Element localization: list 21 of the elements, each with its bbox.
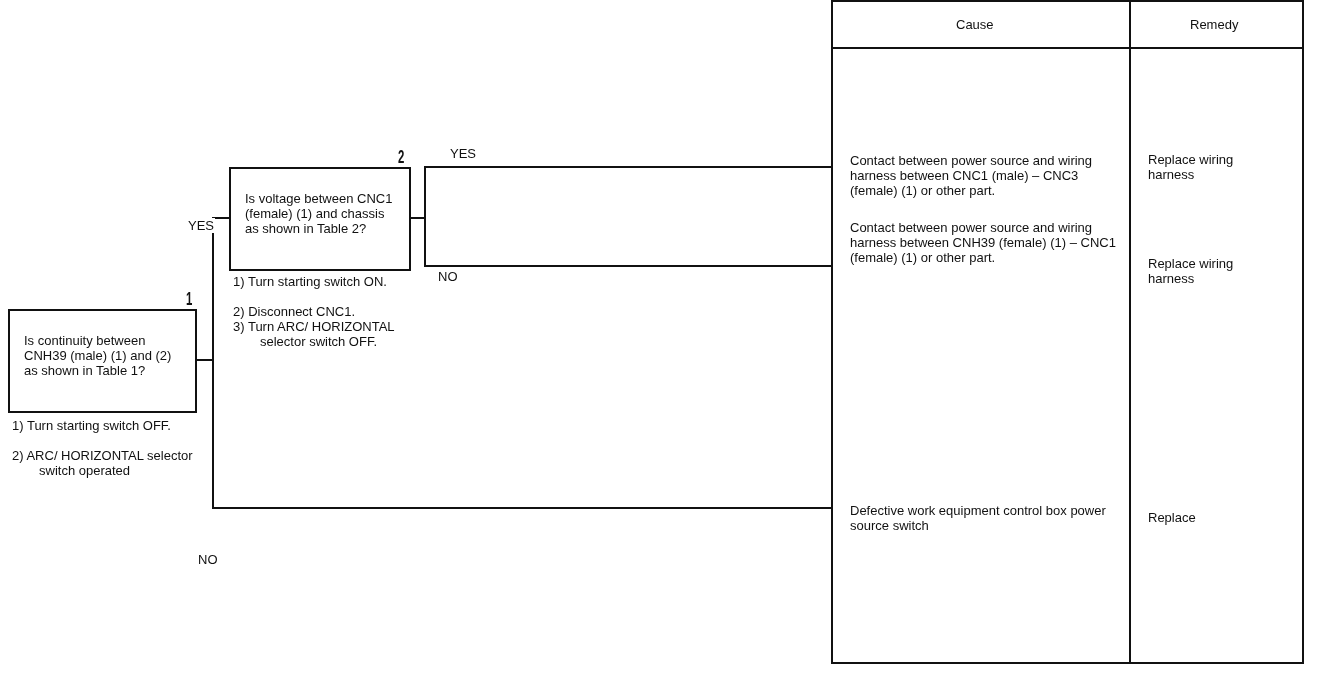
cause-text: Contact between power source and wiring harness between CNC1 (male) – CNC3 (female) (1) or other part. (832, 153, 1122, 213)
instruction-text: 2) ARC/ HORIZONTAL selector switch operated (12, 448, 194, 478)
edge-label: NO (197, 552, 219, 567)
column-header: Remedy (1190, 17, 1239, 32)
instruction-text: 3) Turn ARC/ HORIZONTAL selector switch OFF. (233, 319, 396, 349)
instruction-text: 1) Turn starting switch ON. (233, 274, 388, 289)
step-number: 2 (398, 146, 405, 168)
step-number: 1 (186, 288, 193, 310)
edge-label: YES (449, 146, 477, 161)
edge-label: NO (437, 269, 459, 284)
cause-text: Defective work equipment control box power source switch (832, 503, 1122, 563)
instruction-text: 1) Turn starting switch OFF. (12, 418, 172, 433)
question-box: Is voltage between CNC1 (female) (1) and chassis as shown in Table 2? (229, 167, 411, 271)
remedy-text: Replace wiring harness (1148, 152, 1235, 182)
cause-text: Contact between power source and wiring harness between CNH39 (female) (1) – CNC1 (female) (1) or other part. (832, 220, 1122, 300)
remedy-text: Replace (1148, 510, 1197, 525)
question-box: Is continuity between CNH39 (male) (1) and (2) as shown in Table 1? (8, 309, 197, 413)
edge-label: YES (187, 218, 215, 233)
column-header: Cause (956, 17, 994, 32)
remedy-text: Replace wiring harness (1148, 256, 1235, 286)
instruction-text: 2) Disconnect CNC1. (233, 304, 357, 319)
